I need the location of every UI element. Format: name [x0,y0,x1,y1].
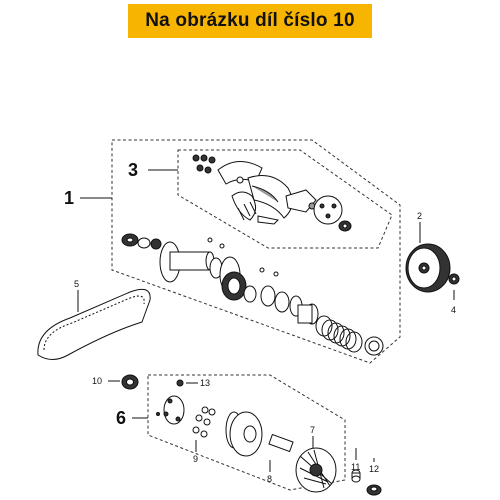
title-banner: Na obrázku díl číslo 10 [128,4,372,38]
nut-part [448,273,460,285]
callout-9: 9 [193,454,198,464]
variator-part [156,395,337,493]
group-1-boundary [111,139,401,364]
clutch-shoes-part [192,154,352,232]
callout-8: 8 [267,474,272,484]
group-6-boundary [147,374,346,491]
callout-3: 3 [128,160,138,180]
callout-10: 10 [92,376,102,386]
callout-4: 4 [451,305,456,315]
callout-13: 13 [200,378,210,388]
part-10-ring [121,374,139,390]
group-3-boundary [177,149,393,249]
callout-2: 2 [417,211,422,221]
nut-2-part [366,484,382,496]
washer-part [351,469,361,483]
driven-pulley-part [121,233,384,356]
callout-6: 6 [116,408,126,428]
callout-5: 5 [74,279,79,289]
bolt-part [176,379,184,387]
callout-1: 1 [64,188,74,208]
clutch-bell-part [405,243,451,293]
callout-7: 7 [310,425,315,435]
callout-11: 11 [351,462,360,472]
callout-12: 12 [369,464,379,474]
title-text: Na obrázku díl číslo 10 [145,10,355,31]
drive-belt-part [37,288,151,360]
